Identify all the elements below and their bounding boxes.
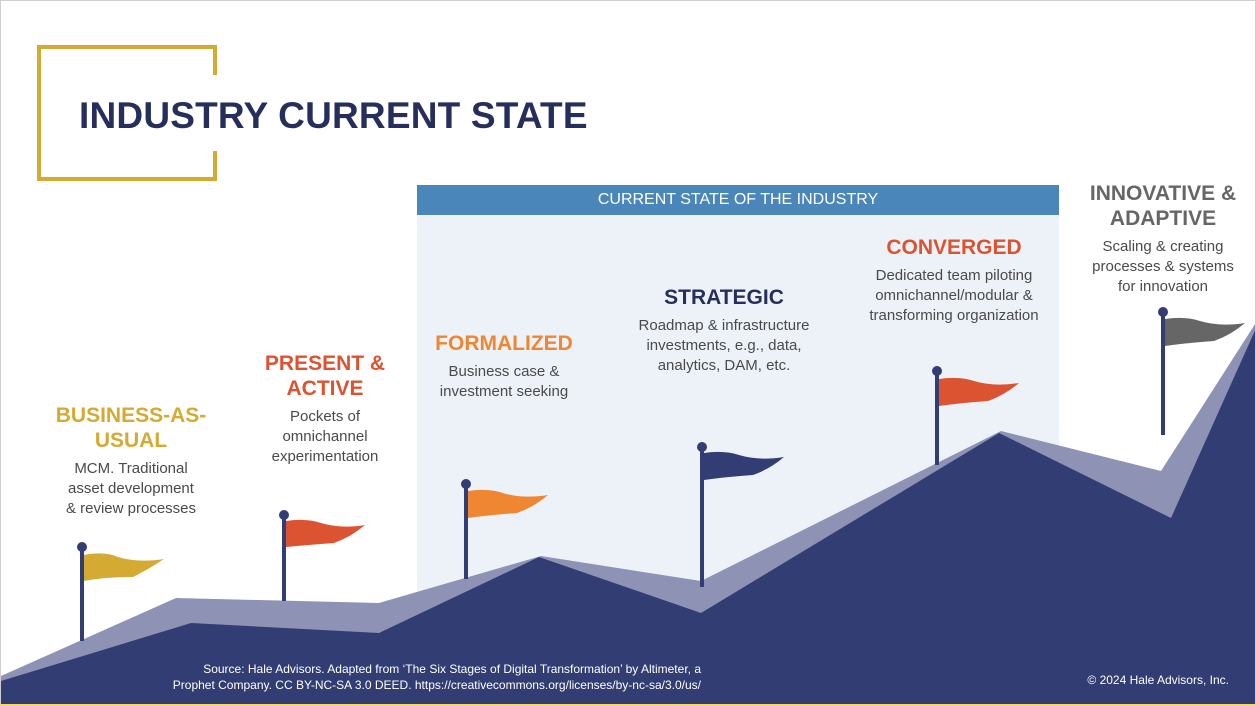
current-state-band-label: CURRENT STATE OF THE INDUSTRY — [417, 185, 1059, 215]
stage-business-as-usual: BUSINESS-AS- USUAL MCM. Traditional asse… — [41, 403, 221, 519]
stage-title: STRATEGIC — [664, 286, 784, 309]
stage-description-line: investment seeking — [439, 383, 569, 400]
stage-description-line: Dedicated team piloting — [875, 267, 1033, 284]
flag-converged — [932, 366, 1019, 465]
page-title: INDUSTRY CURRENT STATE — [79, 95, 588, 136]
stage-description-line: asset development — [68, 480, 194, 497]
stage-description: Pockets of omnichannel experimentation — [235, 407, 415, 467]
bottom-rule — [0, 704, 1256, 706]
stage-title: BUSINESS-AS- USUAL — [41, 403, 221, 453]
source-note-line: Prophet Company. CC BY-NC-SA 3.0 DEED. h… — [172, 678, 701, 692]
flag-formalized — [461, 479, 548, 579]
flag-present-active — [279, 510, 365, 601]
stage-title: FORMALIZED — [435, 332, 573, 355]
mountain-front — [1, 330, 1255, 705]
source-note-line: Source: Hale Advisors. Adapted from ‘The… — [203, 662, 701, 676]
stage-description-line: for innovation — [1117, 278, 1209, 295]
stage-description-line: transforming organization — [869, 307, 1039, 324]
bracket-tick-top — [213, 45, 217, 75]
source-note: Source: Hale Advisors. Adapted from ‘The… — [61, 661, 701, 693]
stage-description-line: processes & systems — [1092, 258, 1234, 275]
stage-formalized: FORMALIZED Business case & investment se… — [411, 331, 597, 402]
stage-description-line: MCM. Traditional — [74, 460, 188, 477]
stage-description-line: Pockets of — [289, 408, 361, 425]
stage-title-line: INNOVATIVE & — [1089, 182, 1237, 205]
stage-title-line: ACTIVE — [286, 377, 364, 400]
stage-description-line: & review processes — [65, 500, 197, 517]
copyright-note: © 2024 Hale Advisors, Inc. — [1087, 673, 1229, 687]
stage-description: Scaling & creating processes & systems f… — [1073, 237, 1253, 297]
stage-title-line: ADAPTIVE — [1109, 207, 1217, 230]
flag-strategic — [697, 442, 784, 587]
flag-business-as-usual — [77, 542, 164, 641]
stage-title-line: USUAL — [94, 429, 168, 452]
stage-converged: CONVERGED Dedicated team piloting omnich… — [841, 235, 1067, 326]
stage-description-line: omnichannel/modular & — [875, 287, 1033, 304]
stage-innovative-adaptive: INNOVATIVE & ADAPTIVE Scaling & creating… — [1073, 181, 1253, 297]
stage-title-line: BUSINESS-AS- — [55, 404, 207, 427]
stage-description: Roadmap & infrastructure investments, e.… — [613, 316, 835, 376]
stage-description: Business case & investment seeking — [411, 362, 597, 402]
bracket-tick-bottom — [213, 151, 217, 181]
stage-title: INNOVATIVE & ADAPTIVE — [1073, 181, 1253, 231]
flag-innovative-adaptive — [1158, 307, 1245, 435]
stage-title: PRESENT & ACTIVE — [235, 351, 415, 401]
stage-title-line: PRESENT & — [264, 352, 386, 375]
stage-title: CONVERGED — [886, 236, 1022, 259]
stage-description-line: omnichannel — [282, 428, 368, 445]
stage-description-line: investments, e.g., data, — [646, 337, 802, 354]
title-bracket — [37, 45, 217, 181]
stage-description-line: Roadmap & infrastructure — [638, 317, 810, 334]
stage-description-line: experimentation — [271, 448, 379, 465]
stage-present-active: PRESENT & ACTIVE Pockets of omnichannel … — [235, 351, 415, 467]
stage-strategic: STRATEGIC Roadmap & infrastructure inves… — [613, 285, 835, 376]
stage-description: Dedicated team piloting omnichannel/modu… — [841, 266, 1067, 326]
stage-description-line: analytics, DAM, etc. — [657, 357, 791, 374]
stage-description-line: Scaling & creating — [1102, 238, 1224, 255]
stage-description: MCM. Traditional asset development & rev… — [41, 459, 221, 519]
stage-description-line: Business case & — [448, 363, 560, 380]
